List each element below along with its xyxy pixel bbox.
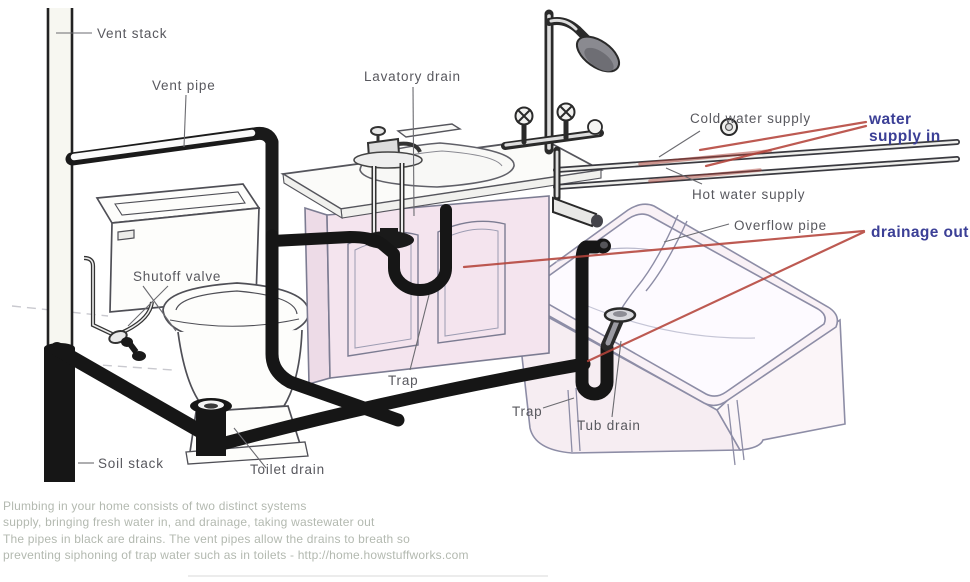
sink-faucet xyxy=(353,126,423,169)
label-lavatory-drain: Lavatory drain xyxy=(364,69,461,84)
tub-spout xyxy=(552,196,598,228)
caption-line: The pipes in black are drains. The vent … xyxy=(3,532,410,546)
annotation-drainage-out: drainage out xyxy=(871,224,969,241)
sink-supply-tubes xyxy=(371,163,405,236)
flush-lever xyxy=(117,229,135,241)
soil-stack-branch xyxy=(50,342,207,438)
drain-piping xyxy=(50,126,637,456)
cross-handle-icon xyxy=(514,106,534,126)
caption-line: supply, bringing fresh water in, and dra… xyxy=(3,515,375,529)
label-soil-stack: Soil stack xyxy=(98,456,164,471)
label-toilet-drain: Toilet drain xyxy=(250,462,325,477)
annotation-water-supply-in-line1: water xyxy=(868,111,912,128)
label-overflow-pipe: Overflow pipe xyxy=(734,218,827,233)
label-tub-trap: Trap xyxy=(512,404,542,419)
soil-stack xyxy=(44,348,75,482)
label-shutoff-valve: Shutoff valve xyxy=(133,269,221,284)
red-leader-lines xyxy=(462,120,868,363)
water-supply-leader xyxy=(698,120,868,152)
lavatory-waste xyxy=(265,229,405,427)
shower-figure xyxy=(501,9,738,228)
diverter-knob-icon xyxy=(587,119,603,135)
tub-trap xyxy=(575,240,614,401)
tub-drain-piping xyxy=(575,238,637,401)
caption-block: Plumbing in your home consists of two di… xyxy=(3,499,548,577)
main-floor-drain xyxy=(196,357,591,456)
drainage-leader xyxy=(462,229,866,269)
annotation-water-supply-in-line2: supply in xyxy=(869,128,941,145)
label-tub-drain: Tub drain xyxy=(577,418,641,433)
caption-line: Plumbing in your home consists of two di… xyxy=(3,499,307,513)
sink-trap xyxy=(266,204,452,296)
label-vent-stack: Vent stack xyxy=(97,26,167,41)
cross-handle-icon xyxy=(556,102,576,122)
shower-head-icon xyxy=(575,35,621,73)
label-sink-trap: Trap xyxy=(388,373,418,388)
label-vent-pipe: Vent pipe xyxy=(152,78,216,93)
supply-pipes xyxy=(553,139,960,190)
label-leader-lines xyxy=(56,32,730,469)
water-supply-leader xyxy=(704,124,868,168)
caption-line: preventing siphoning of trap water such … xyxy=(3,548,469,562)
toilet-drain-flange xyxy=(190,398,232,456)
vent-stack xyxy=(44,8,75,482)
label-hot-water: Hot water supply xyxy=(692,187,805,202)
label-cold-water: Cold water supply xyxy=(690,111,811,126)
drainage-leader xyxy=(586,230,866,363)
